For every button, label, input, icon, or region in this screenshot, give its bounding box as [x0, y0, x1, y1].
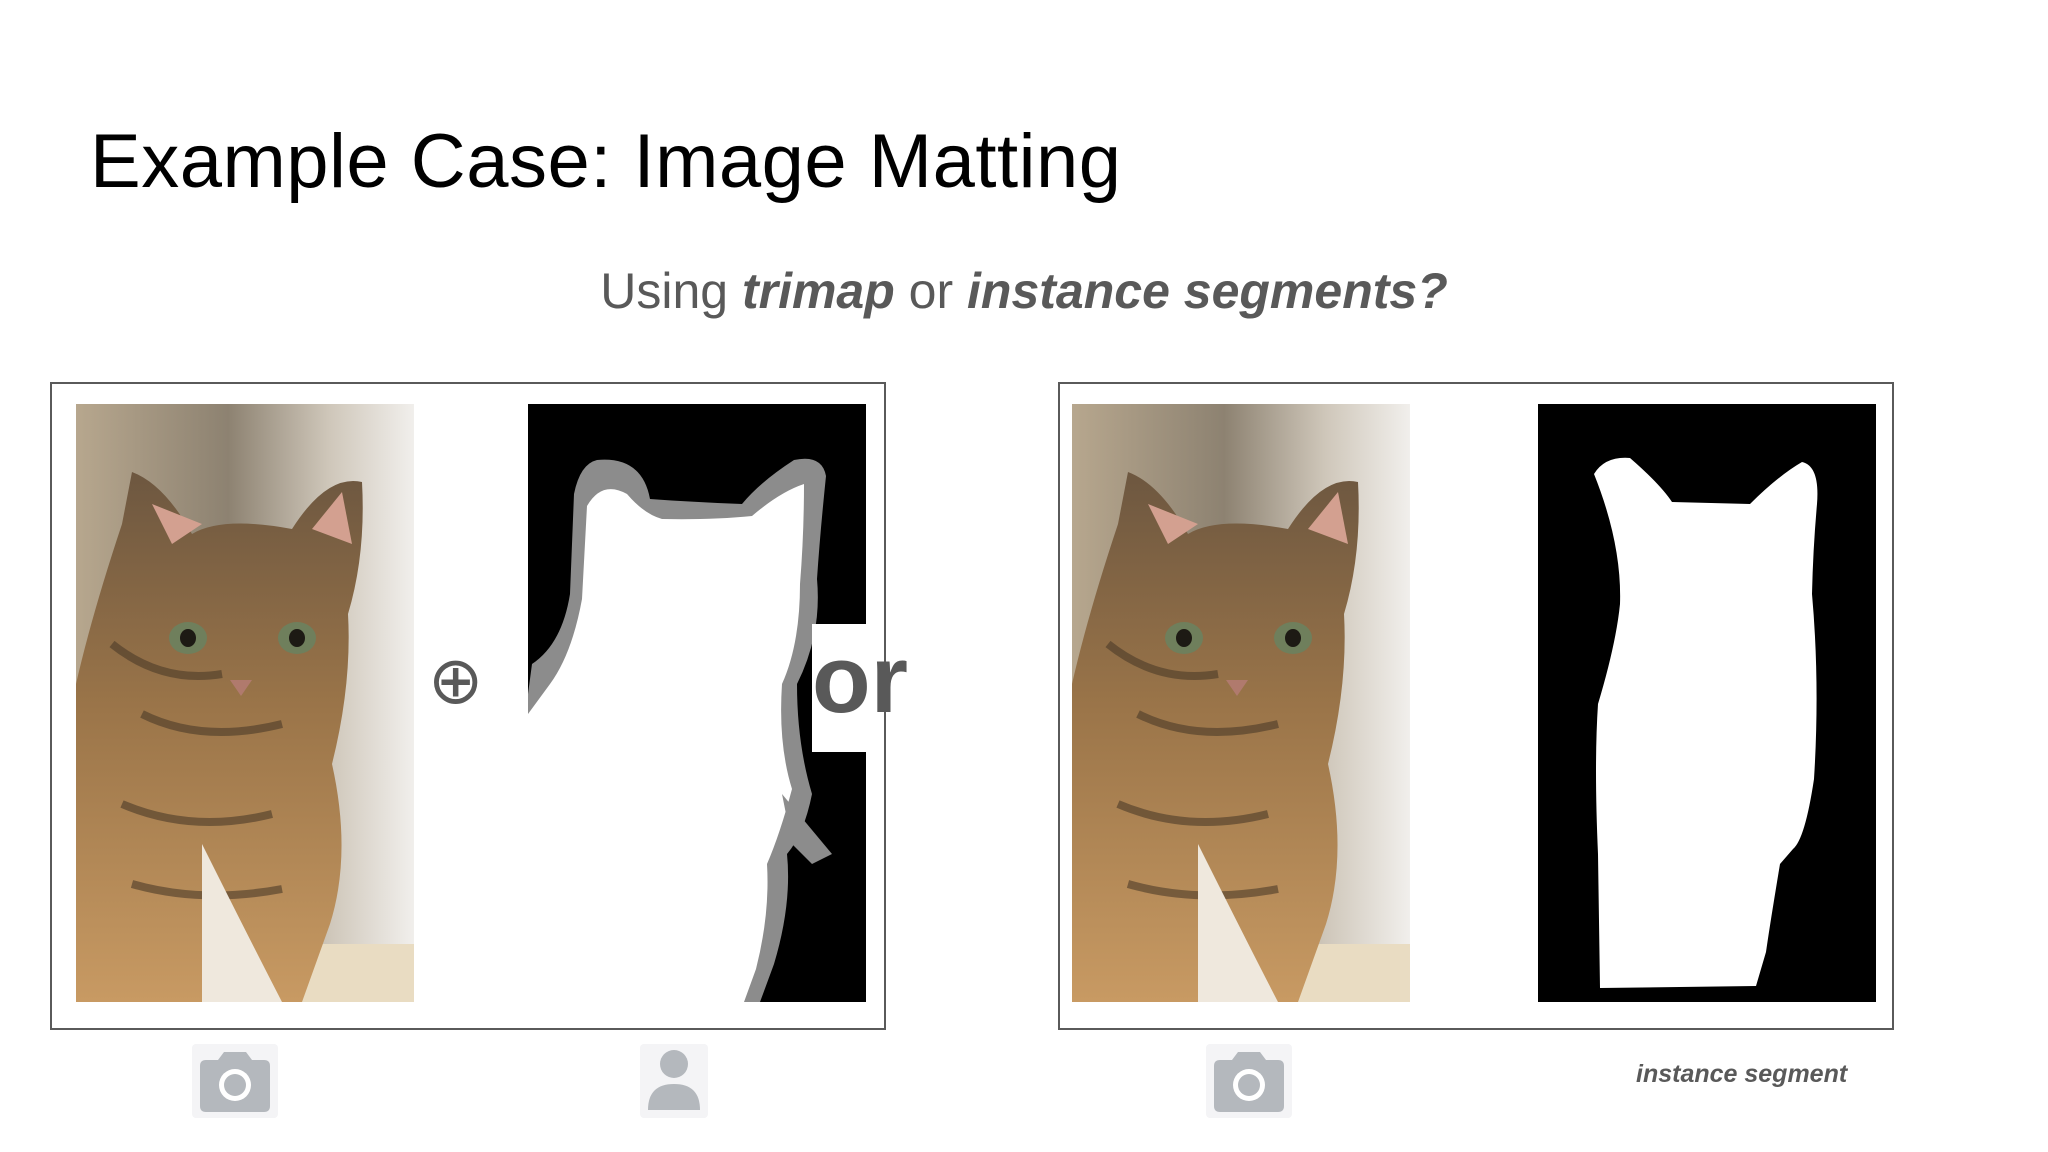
right-photo-caption	[1206, 1044, 1292, 1118]
instance-segment-panel-graphics	[1072, 404, 1876, 1002]
instance-segment-caption: instance segment	[1636, 1060, 1848, 1088]
trimap-emphasis: trimap	[741, 263, 895, 319]
camera-icon	[200, 1052, 270, 1112]
cat-photo	[76, 404, 414, 1002]
trimap-panel	[50, 382, 886, 1030]
plus-operator: ⊕	[428, 642, 484, 719]
cat-photo	[1072, 404, 1410, 1002]
instance-segment-panel	[1058, 382, 1894, 1030]
left-photo-caption	[192, 1044, 278, 1118]
trimap-image	[528, 404, 866, 1002]
slide-title: Example Case: Image Matting	[90, 119, 1122, 204]
instance-segment-mask	[1538, 404, 1876, 1002]
person-icon	[648, 1050, 700, 1110]
camera-icon	[1214, 1052, 1284, 1112]
trimap-panel-graphics	[76, 404, 882, 1002]
or-connector: or	[812, 626, 908, 733]
or-backdrop	[812, 624, 882, 752]
left-trimap-caption	[640, 1044, 708, 1118]
instance-segments-emphasis: instance segments?	[967, 263, 1448, 319]
slide-subtitle: Using trimap or instance segments?	[600, 263, 1448, 319]
